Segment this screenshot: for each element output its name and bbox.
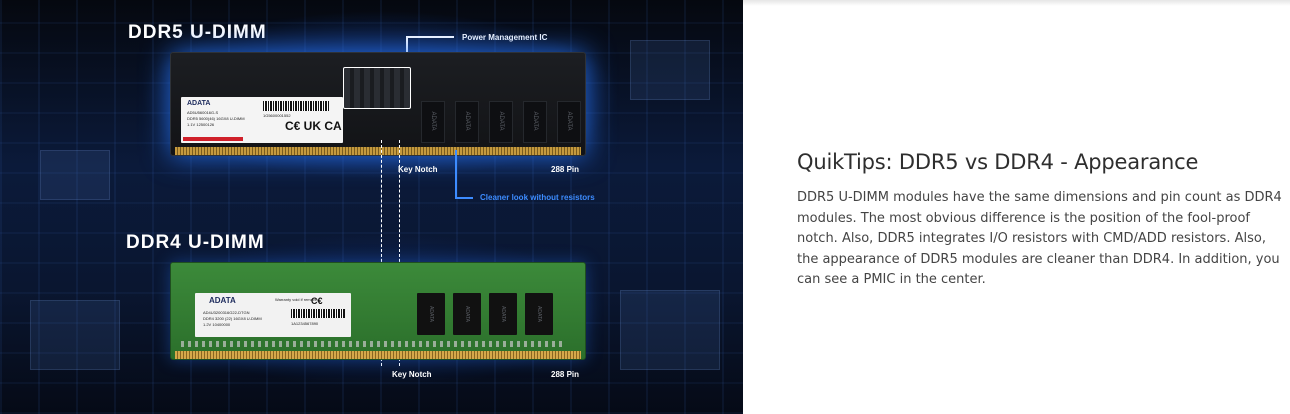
- memory-chip: ADATA: [557, 101, 581, 143]
- bg-chip: [40, 150, 110, 200]
- bg-chip: [620, 290, 720, 370]
- ddr4-module: ADATA AD4U3200316G22-DTGN DDR4 3200 (22)…: [170, 262, 586, 360]
- memory-chip: ADATA: [455, 101, 479, 143]
- cleaner-callout-line: [455, 197, 473, 199]
- top-divider: [743, 0, 1290, 6]
- pmic-callout-line: [406, 36, 408, 64]
- bg-chip: [30, 300, 120, 370]
- memory-chip: ADATA: [421, 101, 445, 143]
- gold-pins: [175, 351, 581, 359]
- memory-chip: ADATA: [453, 293, 481, 335]
- key-notch-guide: [381, 140, 382, 366]
- bg-chip: [630, 40, 710, 100]
- memory-chip: ADATA: [489, 293, 517, 335]
- memory-chip: ADATA: [417, 293, 445, 335]
- ddr4-title: DDR4 U-DIMM: [126, 232, 265, 253]
- quiktips-title: QuikTips: DDR5 vs DDR4 - Appearance: [797, 150, 1199, 174]
- ddr5-brand: ADATA: [187, 100, 211, 107]
- ddr5-voltage: 1.1V 12500126: [187, 122, 215, 127]
- memory-chip: ADATA: [523, 101, 547, 143]
- ddr5-title: DDR5 U-DIMM: [128, 22, 267, 43]
- pmic-callout-line: [406, 36, 454, 38]
- ddr4-brand: ADATA: [209, 296, 236, 305]
- ddr5-label: ADATA AD5U560016G-S DDR5 5600(46) 16GX8 …: [181, 97, 343, 143]
- certification-marks: C€: [311, 296, 323, 306]
- ddr5-part: AD5U560016G-S: [187, 110, 219, 115]
- quiktips-body: DDR5 U-DIMM modules have the same dimens…: [797, 190, 1282, 287]
- key-notch-label-ddr5: Key Notch: [398, 165, 438, 174]
- barcode: [263, 101, 329, 111]
- ddr5-serial: 1G5600001552: [263, 113, 291, 118]
- gold-pins: [175, 147, 581, 155]
- warranty-strip: [183, 137, 243, 141]
- key-notch-label-ddr4: Key Notch: [392, 370, 432, 379]
- pmic-chip: [343, 67, 411, 109]
- barcode: [291, 309, 345, 318]
- ddr4-spec: DDR4 3200 (22) 16GX8 U-DIMM: [203, 316, 262, 321]
- pmic-callout: Power Management IC: [462, 33, 548, 42]
- key-notch-guide: [399, 140, 400, 366]
- cleaner-callout-line: [455, 150, 457, 198]
- ddr4-serial: 1A1234567890: [291, 321, 319, 326]
- certification-marks: C€ UK CA: [285, 119, 342, 133]
- memory-chip: ADATA: [489, 101, 513, 143]
- ddr4-label: ADATA AD4U3200316G22-DTGN DDR4 3200 (22)…: [195, 293, 351, 337]
- ddr4-voltage: 1.2V 10400000: [203, 322, 231, 327]
- ddr5-spec: DDR5 5600(46) 16GX8 U-DIMM: [187, 116, 245, 121]
- comparison-image: DDR5 U-DIMM Power Management IC ADATA AD…: [0, 0, 743, 414]
- resistor-row: [181, 341, 565, 347]
- ddr5-module: ADATA AD5U560016G-S DDR5 5600(46) 16GX8 …: [170, 52, 586, 156]
- cleaner-look-callout: Cleaner look without resistors: [480, 193, 595, 202]
- quiktips-section: QuikTips: DDR5 vs DDR4 - Appearance DDR5…: [797, 150, 1287, 291]
- pin-count-ddr4: 288 Pin: [551, 370, 580, 379]
- ddr4-part: AD4U3200316G22-DTGN: [203, 310, 250, 315]
- ddr4-warranty: Warranty void if removed: [275, 297, 320, 302]
- pin-count-ddr5: 288 Pin: [551, 165, 580, 174]
- memory-chip: ADATA: [525, 293, 553, 335]
